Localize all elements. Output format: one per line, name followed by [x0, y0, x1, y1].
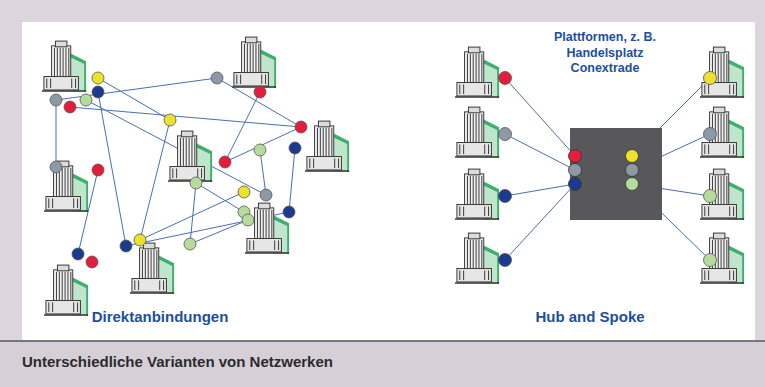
platform-heading: Plattformen, z. B. Handelsplatz Conextra…: [545, 30, 665, 77]
buildings: [455, 47, 744, 284]
buildings: [42, 37, 349, 316]
connection-dots: [499, 72, 717, 267]
spokes: [505, 78, 710, 260]
network-variant-label: Hub and Spoke: [535, 308, 644, 325]
hub-square: [570, 128, 662, 220]
figure-caption: Unterschiedliche Varianten von Netzwerke…: [22, 353, 333, 370]
connection-dots: [50, 72, 307, 268]
platform-hub: Plattformen, z. B. Handelsplatz Conextra…: [545, 30, 665, 220]
direct-links: [56, 78, 301, 254]
network-variant-label: Direktanbindungen: [92, 308, 229, 325]
